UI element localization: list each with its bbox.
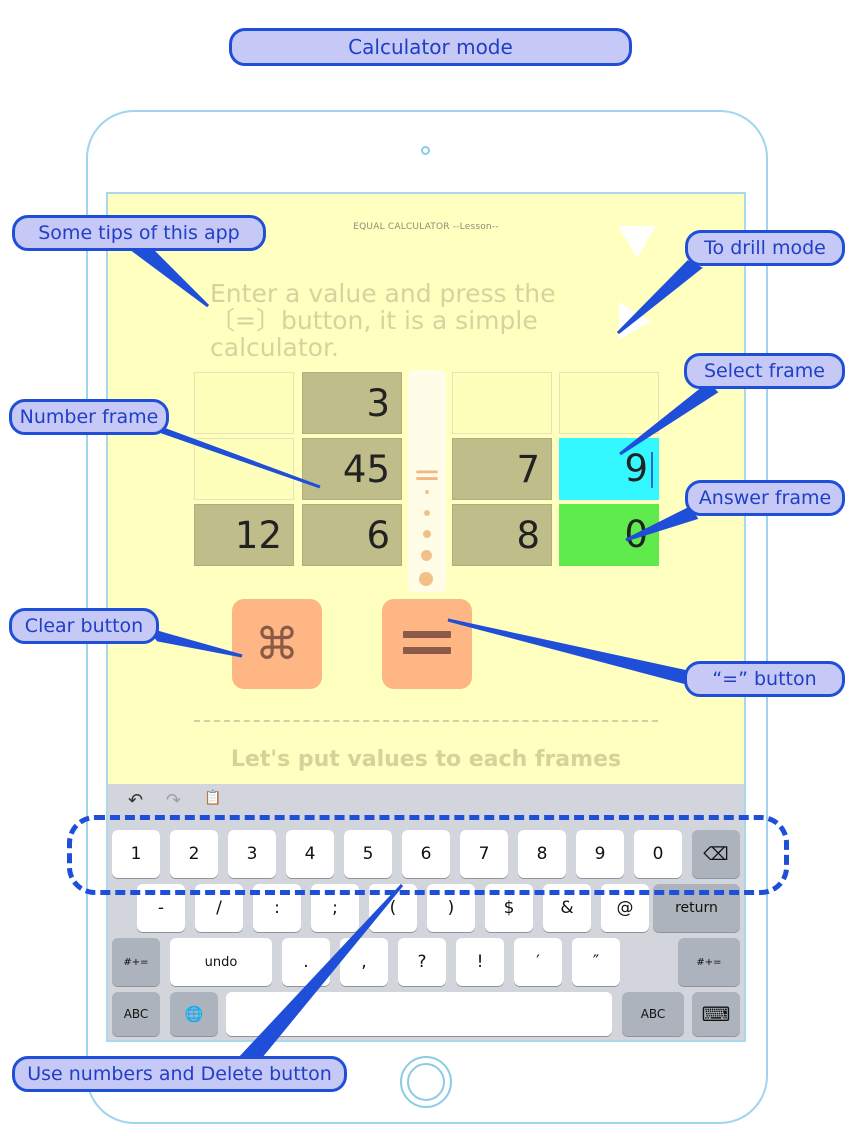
key-8[interactable]: 8 <box>518 830 566 878</box>
select-frame[interactable]: 9 <box>559 438 659 500</box>
select-pointer <box>619 381 719 456</box>
abc-key[interactable]: ABC <box>112 992 160 1036</box>
answer-frame-callout: Answer frame <box>685 480 845 516</box>
undo-icon[interactable]: ↶ <box>128 790 144 811</box>
equals-pointer <box>447 618 692 687</box>
select-frame-callout: Select frame <box>684 353 845 389</box>
tips-callout: Some tips of this app <box>12 215 266 251</box>
key-5[interactable]: 5 <box>344 830 392 878</box>
undo-key[interactable]: undo <box>170 938 272 986</box>
dot-icon <box>421 550 432 561</box>
key-1[interactable]: 1 <box>112 830 160 878</box>
dot-icon <box>425 490 429 494</box>
equals-icon <box>403 631 451 638</box>
dot-icon <box>423 530 431 538</box>
dot-icon <box>419 572 433 586</box>
answer-pointer <box>625 506 699 542</box>
number-frame[interactable]: 12 <box>194 504 294 566</box>
numbers-pointer <box>236 883 404 1060</box>
key-4[interactable]: 4 <box>286 830 334 878</box>
home-button[interactable] <box>400 1056 452 1108</box>
select-frame-value: 9 <box>624 447 648 490</box>
equals-mark-icon: = <box>412 455 442 495</box>
number-frame[interactable] <box>452 372 552 434</box>
text-caret <box>651 452 653 488</box>
number-frame-callout: Number frame <box>9 399 169 435</box>
numbers-delete-callout: Use numbers and Delete button <box>12 1056 347 1092</box>
equals-button[interactable] <box>382 599 472 689</box>
equals-icon <box>403 647 451 654</box>
number-pointer <box>149 422 321 489</box>
key-question[interactable]: ? <box>398 938 446 986</box>
key-3[interactable]: 3 <box>228 830 276 878</box>
key-9[interactable]: 9 <box>576 830 624 878</box>
number-frame[interactable]: 8 <box>452 504 552 566</box>
more-symbols-key-right[interactable]: #+= <box>678 938 740 986</box>
key-2[interactable]: 2 <box>170 830 218 878</box>
number-frame[interactable]: 6 <box>302 504 402 566</box>
tips-text: Enter a value and press the〔=〕button, it… <box>210 279 556 362</box>
clear-pointer <box>145 627 243 658</box>
tips-pointer <box>125 246 210 308</box>
key-6[interactable]: 6 <box>402 830 450 878</box>
drill-mode-callout: To drill mode <box>685 230 845 266</box>
app-title: EQUAL CALCULATOR --Lesson-- <box>353 222 499 232</box>
key-7[interactable]: 7 <box>460 830 508 878</box>
command-icon: ⌘ <box>255 618 299 670</box>
equals-button-callout: “=” button <box>684 661 845 697</box>
calculator-mode-callout: Calculator mode <box>229 28 632 66</box>
number-frame[interactable]: 3 <box>302 372 402 434</box>
redo-icon[interactable]: ↷ <box>166 790 182 811</box>
key-prime[interactable]: ′ <box>514 938 562 986</box>
divider <box>194 720 658 722</box>
answer-frame[interactable] <box>559 372 659 434</box>
delete-key-icon[interactable]: ⌫ <box>692 830 740 878</box>
number-frame[interactable] <box>194 372 294 434</box>
key-exclamation[interactable]: ! <box>456 938 504 986</box>
camera-dot <box>421 146 430 155</box>
more-symbols-key[interactable]: #+= <box>112 938 160 986</box>
number-row-highlight <box>67 815 789 895</box>
abc-key-right[interactable]: ABC <box>622 992 684 1036</box>
key-double-prime[interactable]: ″ <box>572 938 620 986</box>
drill-pointer <box>616 260 703 335</box>
triangle-down-icon[interactable] <box>618 226 656 258</box>
key-0[interactable]: 0 <box>634 830 682 878</box>
dot-icon <box>424 510 430 516</box>
number-frame[interactable]: 45 <box>302 438 402 500</box>
clear-button[interactable]: ⌘ <box>232 599 322 689</box>
number-frame[interactable]: 7 <box>452 438 552 500</box>
instruction-text: Let's put values to each frames <box>230 747 622 772</box>
paste-icon[interactable]: 📋 <box>204 790 222 806</box>
hide-keyboard-icon[interactable]: ⌨ <box>692 992 740 1036</box>
globe-icon[interactable]: 🌐 <box>170 992 218 1036</box>
clear-button-callout: Clear button <box>9 608 159 644</box>
